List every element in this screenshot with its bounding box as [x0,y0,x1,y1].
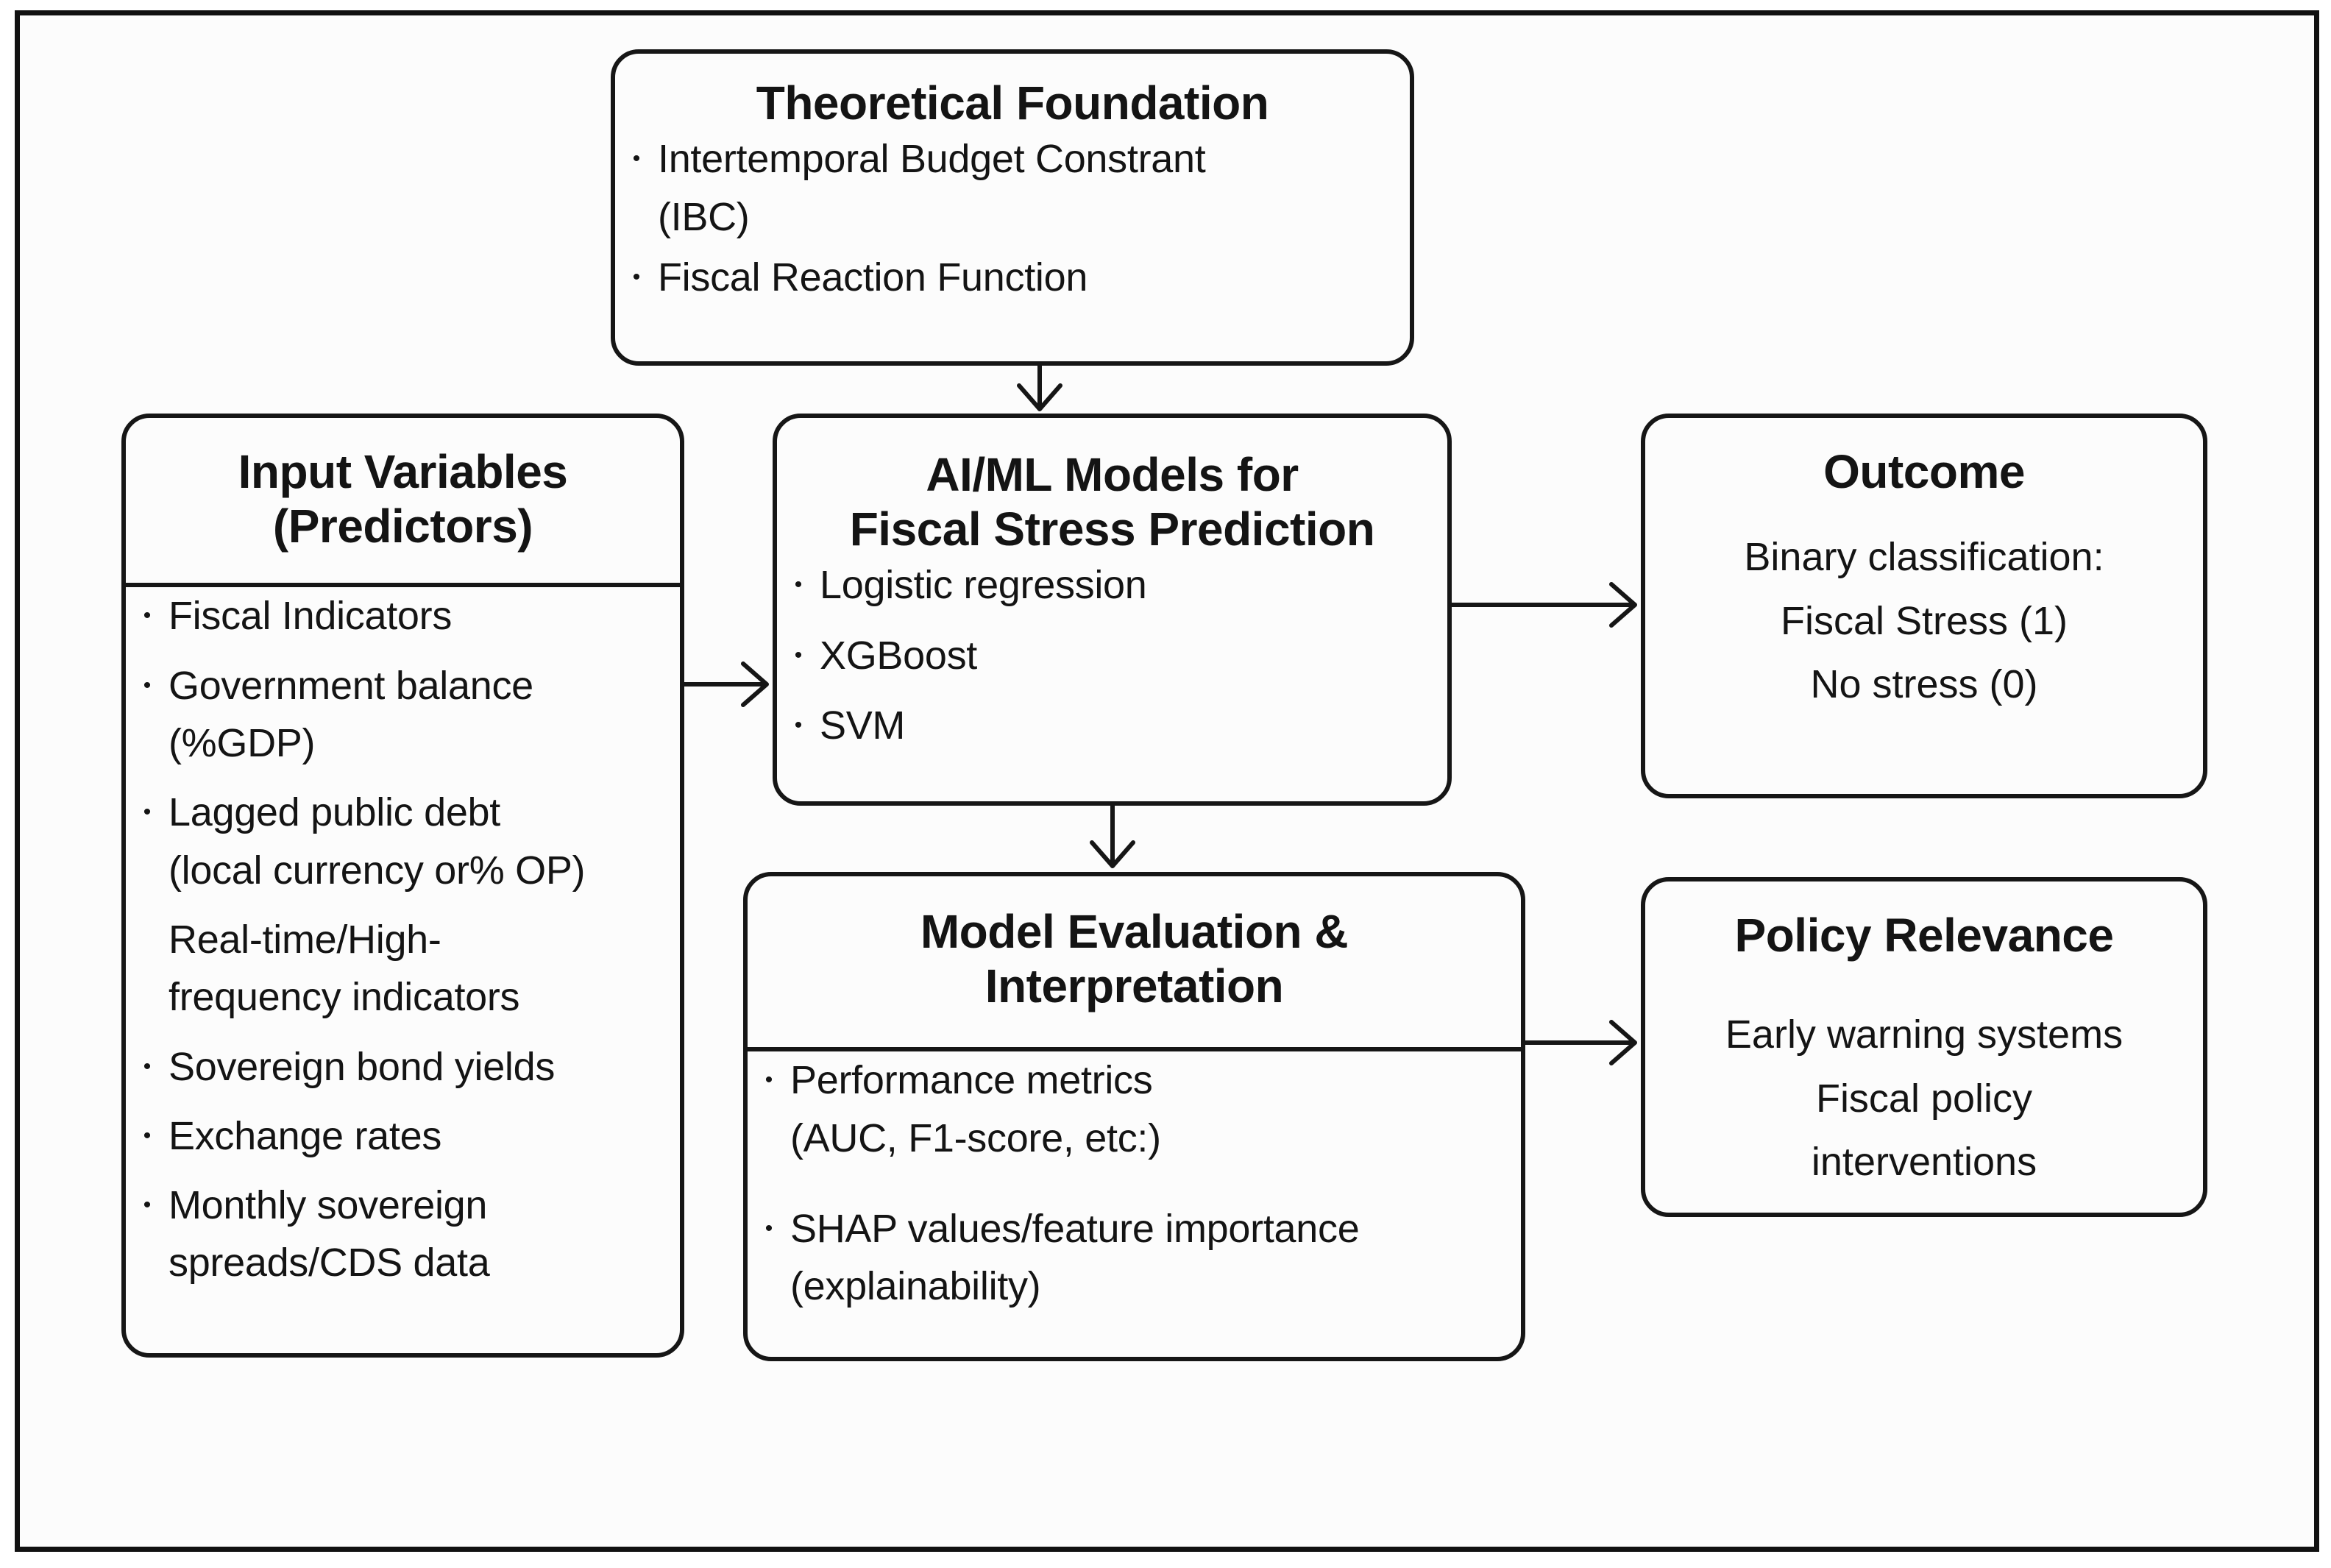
list-item: • Lagged public debt (local currency or%… [126,784,680,899]
bullet-dot: • [632,264,641,289]
list-item-text: Lagged public debt (local currency or% O… [168,790,586,893]
bullet-dot: • [794,572,803,597]
list-item: • Government balance (%GDP) [126,657,680,773]
list-item-text: SVM [820,703,906,748]
bullet-dot: • [143,603,152,628]
model-evaluation-box: Model Evaluation & Interpretation • Perf… [743,872,1525,1361]
model-evaluation-list: • Performance metrics (AUC, F1-score, et… [748,1051,1521,1315]
theoretical-foundation-title: Theoretical Foundation [756,77,1269,130]
policy-relevance-box: Policy Relevance Early warning systems F… [1641,877,2207,1217]
list-item: • Fiscal Reaction Function [615,249,1410,306]
list-item: • Sovereign bond yields [126,1038,680,1096]
bullet-dot: • [143,1123,152,1148]
list-item: • Performance metrics (AUC, F1-score, et… [748,1051,1521,1167]
input-variables-box: Input Variables (Predictors) • Fiscal In… [121,414,684,1358]
bullet-dot: • [143,1193,152,1218]
ai-ml-models-list: • Logistic regression • XGBoost • SVM [777,556,1447,754]
list-item: • SHAP values/feature importance (explai… [748,1200,1521,1316]
input-variables-header: Input Variables (Predictors) [126,418,680,588]
list-item-text: Real-time/High- frequency indicators [168,917,520,1020]
bullet-dot: • [143,800,152,825]
list-item-text: XGBoost [820,633,978,678]
list-item-text: Monthly sovereign spreads/CDS data [168,1183,490,1285]
arrow-inputs-to-models [682,661,769,707]
list-item-text: SHAP values/feature importance (explaina… [790,1207,1360,1309]
bullet-dot: • [764,1216,773,1241]
bullet-dot: • [143,1054,152,1079]
outcome-title: Outcome [1823,445,2025,498]
list-item-text: Government balance (%GDP) [168,663,533,766]
bullet-dot: • [632,146,641,171]
ai-ml-models-title: AI/ML Models for Fiscal Stress Predictio… [849,448,1375,556]
list-item-text: Exchange rates [168,1113,442,1158]
input-variables-list: • Fiscal Indicators • Government balance… [126,587,680,1291]
outcome-line: No stress (0) [1810,662,2038,707]
arrow-models-to-evaluation [1090,803,1135,868]
input-variables-title: Input Variables (Predictors) [238,445,568,553]
list-item: • Intertemporal Budget Constrant (IBC) [615,130,1410,246]
bullet-dot: • [143,673,152,698]
list-item: • Monthly sovereign spreads/CDS data [126,1177,680,1292]
list-item: Real-time/High- frequency indicators [126,911,680,1026]
arrow-models-to-outcome [1450,582,1637,628]
bullet-dot: • [764,1068,773,1093]
list-item: • XGBoost [777,627,1447,684]
outcome-line: Binary classification: [1744,535,2104,580]
policy-relevance-line: Early warning systems [1725,1012,2124,1057]
theoretical-foundation-list: • Intertemporal Budget Constrant (IBC) •… [615,130,1410,306]
list-item: • Fiscal Indicators [126,587,680,645]
bullet-dot: • [794,642,803,667]
list-item-text: Fiscal Indicators [168,594,453,639]
ai-ml-models-box: AI/ML Models for Fiscal Stress Predictio… [773,414,1452,806]
list-item: • SVM [777,697,1447,754]
bullet-dot: • [794,713,803,738]
list-item-text: Fiscal Reaction Function [658,255,1088,299]
policy-relevance-line: Fiscal policy interventions [1811,1076,2037,1185]
list-item-text: Logistic regression [820,563,1147,608]
list-item: • Logistic regression [777,556,1447,614]
outcome-box: Outcome Binary classification: Fiscal St… [1641,414,2207,798]
policy-relevance-title: Policy Relevance [1734,909,2114,962]
policy-relevance-lines: Early warning systems Fiscal policy inte… [1645,1003,2203,1193]
arrow-evaluation-to-policy [1523,1020,1637,1065]
list-item-text: Intertemporal Budget Constrant (IBC) [658,137,1206,239]
theoretical-foundation-box: Theoretical Foundation • Intertemporal B… [611,49,1414,366]
outcome-line: Fiscal Stress (1) [1780,598,2068,643]
list-item: • Exchange rates [126,1107,680,1165]
arrow-theoretical-to-models [1017,363,1062,411]
list-item-text: Performance metrics (AUC, F1-score, etc:… [790,1058,1161,1160]
list-item-text: Sovereign bond yields [168,1044,556,1089]
model-evaluation-header: Model Evaluation & Interpretation [748,876,1521,1052]
model-evaluation-title: Model Evaluation & Interpretation [920,905,1349,1013]
outcome-lines: Binary classification: Fiscal Stress (1)… [1645,525,2203,716]
